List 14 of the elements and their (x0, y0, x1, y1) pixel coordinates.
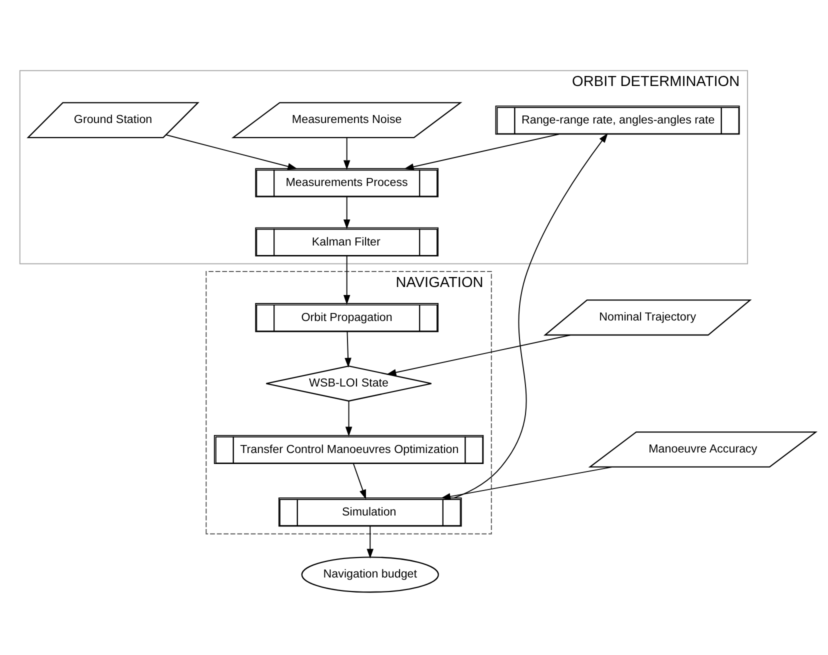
arrow (166, 134, 298, 170)
arrow (345, 400, 352, 437)
arrow (352, 463, 366, 500)
arrow (454, 133, 608, 498)
arrow (366, 526, 374, 559)
arrow (344, 331, 352, 368)
node-diamond: WSB-LOI State (266, 365, 432, 402)
arrow (343, 256, 350, 305)
arrow (404, 134, 560, 170)
arrow (343, 196, 350, 230)
arrow (440, 466, 612, 500)
node-ellipse: Navigation budget (301, 556, 439, 593)
arrow (386, 334, 571, 376)
arrow (343, 137, 350, 170)
